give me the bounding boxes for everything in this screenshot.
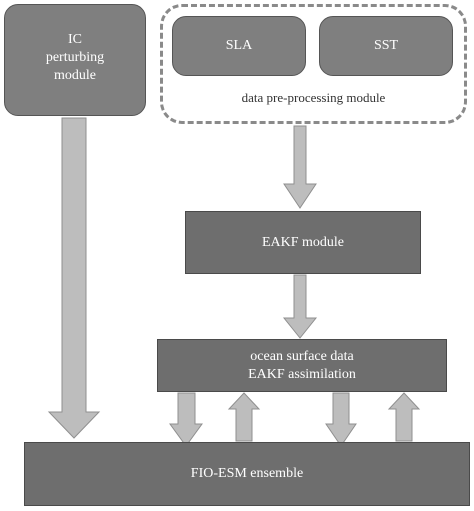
sla-box: SLA [172,16,306,76]
fio-esm-ensemble-box: FIO-ESM ensemble [24,442,470,506]
arrow-eakf-to-ocean [282,274,318,339]
sst-box: SST [319,16,453,76]
ocean-line2: EAKF assimilation [248,366,356,382]
sst-label: SST [373,38,399,53]
eakf-module-box: EAKF module [185,211,421,274]
preprocessing-group-border [160,4,467,124]
ic-module-line3: module [53,68,96,83]
arrow-esm-to-ocean-2 [387,392,421,442]
arrow-preproc-to-eakf [283,125,317,209]
ic-perturbing-module: IC perturbing module [4,4,146,116]
arrow-ocean-to-esm-1 [169,392,203,447]
sla-label: SLA [225,38,253,53]
ic-module-line2: perturbing [45,50,105,65]
arrow-ic-to-esm [47,117,101,439]
eakf-module-label: EAKF module [261,234,345,250]
preprocessing-group-label: data pre-processing module [241,90,386,105]
ocean-line1: ocean surface data [250,348,354,364]
ic-module-line1: IC [67,32,82,47]
arrow-esm-to-ocean-1 [227,392,261,442]
fio-esm-label: FIO-ESM ensemble [190,466,304,481]
arrow-ocean-to-esm-2 [325,392,357,447]
ocean-assimilation-box: ocean surface data EAKF assimilation [157,339,447,392]
